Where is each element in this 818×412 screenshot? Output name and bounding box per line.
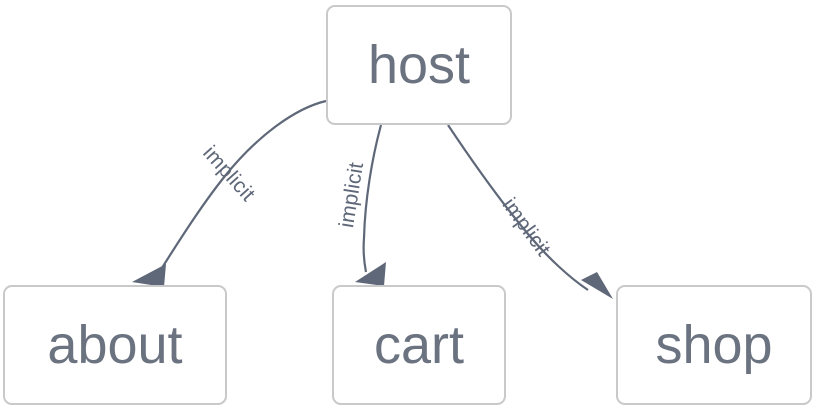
edge-host-cart[interactable]: implicit	[335, 124, 386, 286]
edge-host-about-path	[159, 99, 327, 272]
node-cart-label: cart	[373, 315, 465, 375]
node-about-label: about	[47, 315, 183, 375]
node-about[interactable]: about	[3, 285, 227, 405]
edge-host-shop-path	[447, 124, 589, 291]
edge-host-shop-arrowhead	[581, 272, 613, 299]
edge-host-cart-path	[362, 124, 383, 273]
edge-host-cart-label: implicit	[335, 161, 368, 230]
node-host-label: host	[367, 35, 471, 95]
edge-host-shop-label: implicit	[498, 194, 555, 261]
node-shop[interactable]: shop	[616, 285, 812, 405]
node-host[interactable]: host	[326, 5, 512, 125]
edge-host-about-arrowhead	[132, 264, 166, 287]
node-cart[interactable]: cart	[332, 285, 506, 405]
edge-host-shop[interactable]: implicit	[447, 124, 613, 299]
node-shop-label: shop	[655, 315, 773, 375]
edge-host-about-label: implicit	[198, 142, 259, 206]
edge-host-cart-arrowhead	[355, 262, 386, 286]
edge-host-about[interactable]: implicit	[132, 99, 327, 287]
